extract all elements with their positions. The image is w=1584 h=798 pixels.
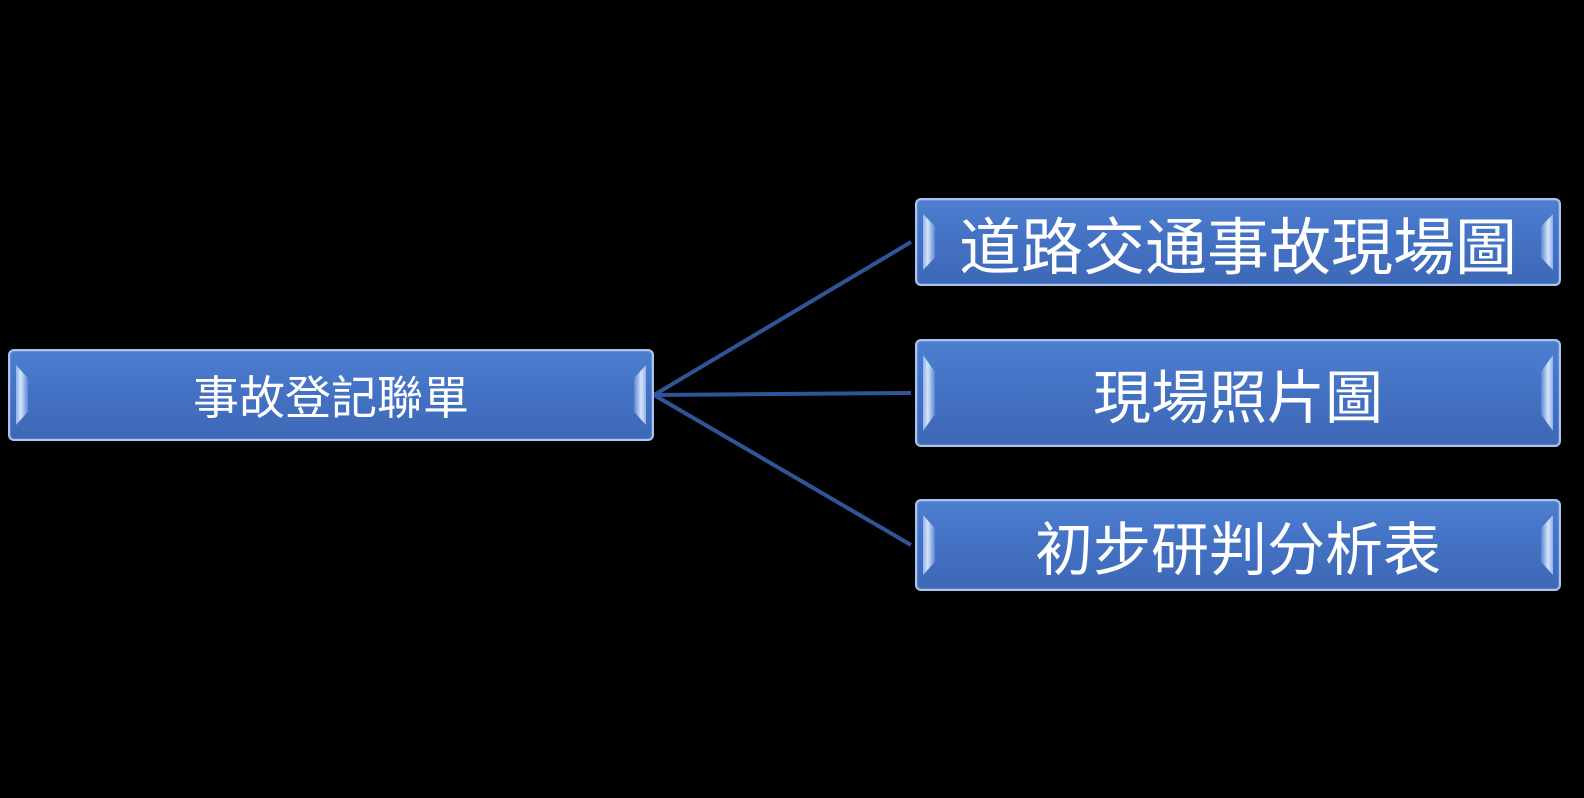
child-node-label: 道路交通事故現場圖 [958, 211, 1517, 284]
node-right-bevel [1541, 355, 1553, 431]
root-node-accident-registration-form: 事故登記聯單 [8, 349, 654, 441]
child-node-preliminary-analysis-table: 初步研判分析表 [915, 499, 1561, 591]
child-node-label: 現場照片圖 [1092, 364, 1383, 432]
connector-root-to-child-1 [652, 240, 913, 397]
node-right-bevel [634, 365, 646, 425]
node-left-bevel [923, 515, 935, 575]
child-node-scene-photos: 現場照片圖 [915, 339, 1561, 447]
node-left-bevel [923, 214, 935, 270]
root-node-label: 事故登記聯單 [193, 371, 469, 425]
node-left-bevel [16, 365, 28, 425]
child-node-traffic-accident-scene-diagram: 道路交通事故現場圖 [915, 198, 1561, 286]
node-right-bevel [1541, 515, 1553, 575]
child-node-label: 初步研判分析表 [1034, 516, 1441, 584]
node-right-bevel [1541, 214, 1553, 270]
node-left-bevel [923, 355, 935, 431]
connector-root-to-child-2 [653, 391, 912, 397]
connector-root-to-child-3 [652, 393, 913, 547]
